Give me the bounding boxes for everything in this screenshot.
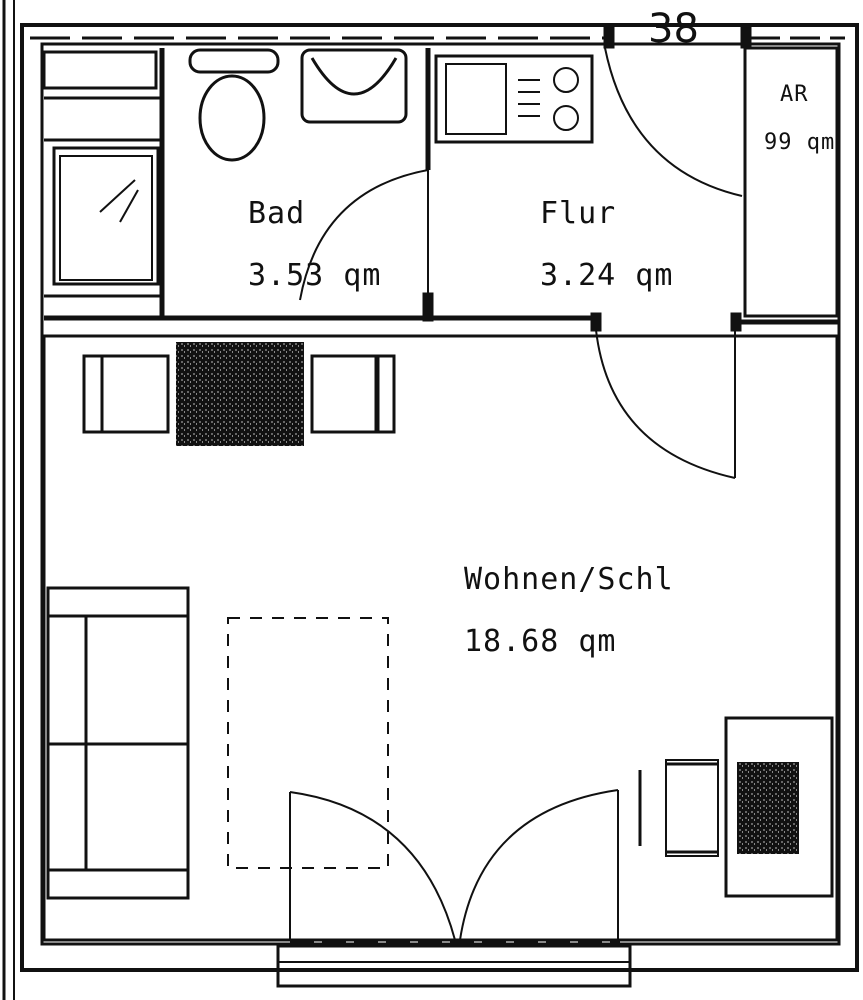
room-name-bad: Bad bbox=[248, 196, 306, 231]
dining-table bbox=[176, 342, 304, 446]
desk-monitor bbox=[737, 762, 799, 854]
shelf bbox=[42, 50, 158, 90]
room-area-bad: 3.53 qm bbox=[248, 258, 382, 293]
dashed-outline bbox=[227, 617, 389, 869]
sink bbox=[300, 48, 408, 124]
balcony-door-left bbox=[289, 791, 456, 941]
toilet-bowl bbox=[198, 74, 266, 162]
desk bbox=[724, 716, 834, 898]
room-area-wohnen: 18.68 qm bbox=[464, 624, 617, 659]
inner-wall bbox=[40, 42, 841, 946]
living-door bbox=[595, 329, 736, 479]
storage-room bbox=[743, 46, 839, 318]
chair bbox=[82, 354, 104, 434]
toilet-tank bbox=[188, 48, 280, 74]
balcony-door-right bbox=[459, 789, 619, 941]
bathroom-door bbox=[299, 169, 429, 301]
room-name-ar: AR bbox=[780, 82, 809, 107]
outer-wall bbox=[20, 23, 859, 972]
kitchenette bbox=[434, 54, 594, 144]
entry-door bbox=[604, 47, 743, 197]
room-name-wohnen: Wohnen/Schl bbox=[464, 562, 674, 597]
room-name-flur: Flur bbox=[540, 196, 617, 231]
unit-number: 38 bbox=[648, 6, 699, 52]
room-area-flur: 3.24 qm bbox=[540, 258, 674, 293]
shower bbox=[52, 146, 160, 286]
room-area-ar: 99 qm bbox=[764, 130, 836, 155]
